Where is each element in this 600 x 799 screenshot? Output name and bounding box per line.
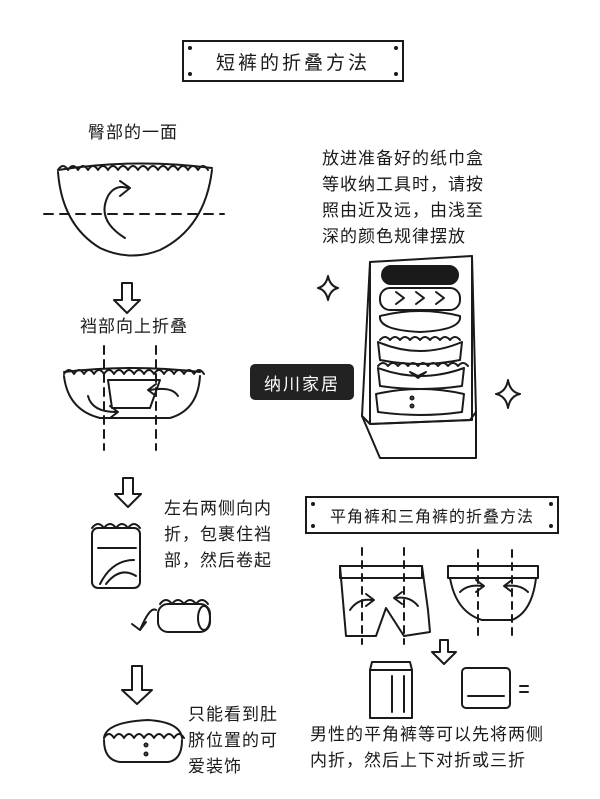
nail-dot: [394, 46, 398, 50]
briefs-hip-side-drawing: [43, 162, 225, 257]
text-line: 左右两侧向内: [164, 499, 272, 519]
nail-dot: [549, 502, 553, 506]
briefs-rolled-drawing: [131, 599, 211, 633]
text-line: 折，包裹住裆: [164, 525, 272, 545]
nail-dot: [311, 502, 315, 506]
boxer-shorts-drawing: [339, 547, 431, 645]
briefs-sides-folded-drawing: [91, 523, 141, 589]
briefs-final-drawing: [103, 719, 185, 763]
arrow-down-icon-3: [121, 665, 153, 705]
step-hip-side-label: 臀部的一面: [88, 123, 178, 143]
text-line: 照由近及远，由浅至: [322, 201, 484, 221]
text-line: 等收纳工具时，请按: [322, 175, 484, 195]
boxer-section-title-box: 平角裤和三角裤的折叠方法: [305, 496, 559, 534]
briefs-folded-up-drawing: [63, 345, 205, 451]
text-line: 放进准备好的纸巾盒: [322, 149, 484, 169]
folded-boxer-drawing: [369, 661, 413, 719]
step-fold-up-label: 裆部向上折叠: [80, 317, 188, 337]
text-line: 内折，然后上下对折或三折: [310, 751, 526, 771]
folded-briefs-drawing: [461, 667, 529, 709]
boxer-tip-text: 男性的平角裤等可以先将两侧 内折，然后上下对折或三折: [310, 722, 544, 774]
arrow-down-icon: [113, 282, 141, 314]
text-line: 深的颜色规律摆放: [322, 227, 466, 247]
nail-dot: [311, 524, 315, 528]
nail-dot: [188, 46, 192, 50]
watermark-label: 纳川家居: [250, 364, 354, 400]
text-line: 只能看到肚: [188, 705, 278, 725]
text-line: 爱装饰: [188, 757, 242, 777]
box-tip-text: 放进准备好的纸巾盒 等收纳工具时，请按 照由近及远，由浅至 深的颜色规律摆放: [322, 146, 484, 250]
page-title-box: 短裤的折叠方法: [182, 40, 404, 82]
nail-dot: [188, 72, 192, 76]
text-line: 部，然后卷起: [164, 551, 272, 571]
mens-briefs-drawing: [447, 549, 539, 641]
text-line: 脐位置的可: [188, 731, 278, 751]
nail-dot: [549, 524, 553, 528]
tissue-box-drawing: [361, 255, 477, 459]
sparkle-icon: [317, 275, 339, 301]
boxer-section-title: 平角裤和三角裤的折叠方法: [329, 507, 534, 526]
nail-dot: [394, 72, 398, 76]
text-line: 男性的平角裤等可以先将两侧: [310, 725, 544, 745]
arrow-down-icon-4: [431, 639, 457, 665]
sparkle-icon-2: [495, 379, 521, 409]
arrow-down-icon-2: [114, 477, 142, 508]
step-sides-in-text: 左右两侧向内 折，包裹住裆 部，然后卷起: [164, 496, 272, 574]
step-result-text: 只能看到肚 脐位置的可 爱装饰: [188, 702, 278, 780]
page-title: 短裤的折叠方法: [215, 51, 370, 74]
